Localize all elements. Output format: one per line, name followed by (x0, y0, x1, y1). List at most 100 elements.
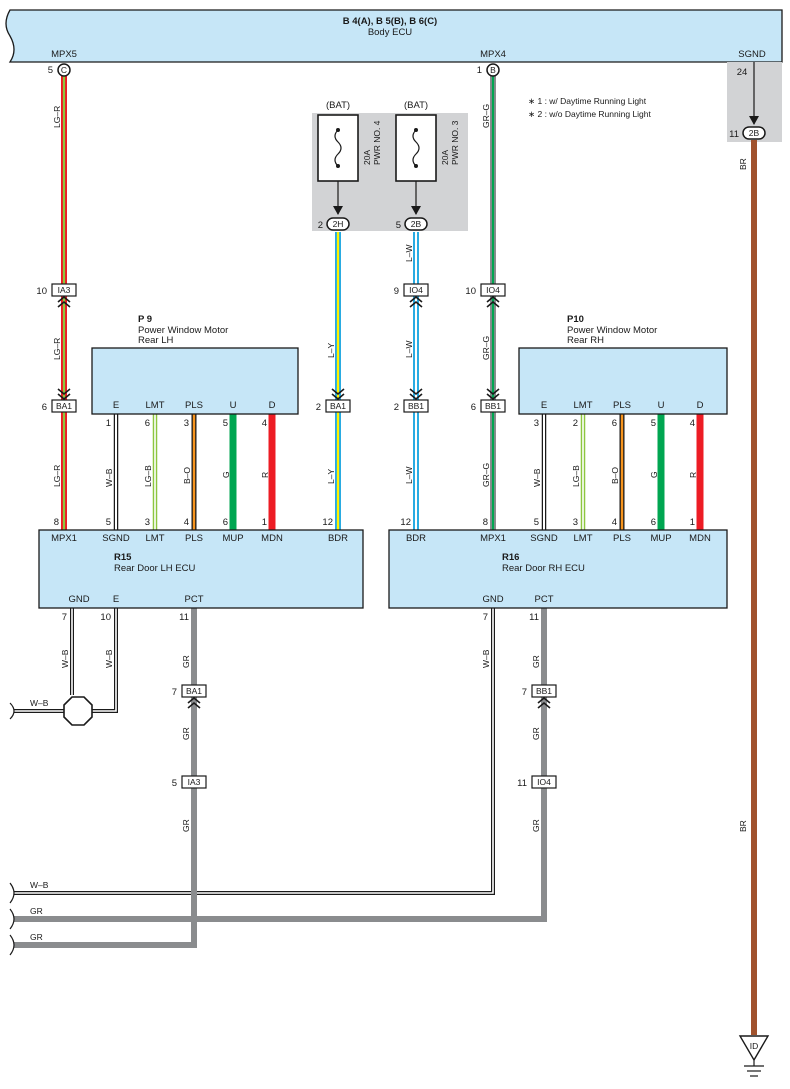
connector-io4-pct: IO4 11 (517, 775, 557, 789)
ecu-rh-pls: PLS (613, 533, 631, 544)
label-lw-1: L–W (404, 245, 414, 262)
ecu-lh-gnd: GND (68, 594, 89, 605)
pin-lh-pls: 4 (184, 517, 189, 528)
label-lh-r: R (260, 472, 270, 478)
label-rh-wb: W–B (532, 468, 542, 487)
label-grg-3: GR–G (481, 463, 491, 487)
conn-2b-label: 2B (411, 219, 422, 229)
connector-ba1-lgr: BA1 6 (42, 399, 77, 413)
pin-lh-e-top: 1 (106, 418, 111, 429)
pin-rh-pct: 11 (529, 612, 539, 623)
pin-rh-lmt-top: 2 (573, 418, 578, 429)
ecu-lh-pls: PLS (185, 533, 203, 544)
ecu-lh-name: Rear Door LH ECU (114, 563, 195, 574)
bb1-pct-pin: 7 (522, 687, 527, 698)
fuse1-name: PWR NO. 4 (372, 120, 382, 165)
pin-rh-mpx1: 8 (483, 517, 488, 528)
pin-rh-mup: 6 (651, 517, 656, 528)
ba1-lgr-pin: 6 (42, 402, 47, 413)
label-lw-3: L–W (404, 467, 414, 484)
label-grg-2: GR–G (481, 336, 491, 360)
ecu-rh-pct: PCT (535, 594, 554, 605)
label-left-gr-1: GR (30, 906, 43, 916)
pin-2h: 2H 2 (318, 217, 350, 231)
ecu-rh-sgnd: SGND (530, 533, 558, 544)
label-lh-lgb: LG–B (143, 465, 153, 487)
fuse2-source: (BAT) (404, 100, 428, 111)
pin-rh-pls-top: 6 (612, 418, 617, 429)
ia3-pct-pin: 5 (172, 778, 177, 789)
ecu-lh-pct: PCT (185, 594, 204, 605)
pin-rh-u-top: 5 (651, 418, 656, 429)
pin-rh-lmt: 3 (573, 517, 578, 528)
label-rh-r: R (688, 472, 698, 478)
ecu-lh-code: R15 (114, 552, 132, 563)
label-lgr-1: LG–R (52, 106, 62, 128)
wires-rh-motor (541, 414, 704, 530)
body-ecu: B 4(A), B 5(B), B 6(C) Body ECU MPX5 MPX… (5, 9, 783, 63)
pin-2b-fuse: 2B 5 (396, 217, 428, 231)
ecu-rh-code: R16 (502, 552, 519, 563)
pin-lh-d-top: 4 (262, 418, 267, 429)
pin-rh-e-top: 3 (534, 418, 539, 429)
ecu-lh: MPX1 SGND LMT PLS MUP MDN BDR R15 Rear D… (38, 529, 364, 609)
ecu-lh-e: E (113, 594, 119, 605)
pin-lh-mup: 6 (223, 517, 228, 528)
conn-2h-label: 2H (333, 219, 344, 229)
motor-rh-code: P10 (567, 314, 584, 325)
pin-lh-e: 10 (100, 612, 111, 623)
io4-grg-pin: 10 (465, 286, 476, 297)
motor-lh-e: E (113, 400, 119, 411)
connector-ia3-upper: IA3 10 (36, 283, 77, 297)
motor-rh-e: E (541, 400, 547, 411)
pin-1-label: 1 (477, 65, 482, 76)
pin-5-label: 5 (48, 65, 53, 76)
label-gr-rh-3: GR (531, 819, 541, 832)
label-left-gr-2: GR (30, 932, 43, 942)
label-gnd-wb-3: W–B (481, 649, 491, 668)
note-1: ∗ 1 : w/ Daytime Running Light (528, 96, 647, 106)
motor-rh-name: Power Window Motor (567, 325, 657, 336)
label-grg-1: GR–G (481, 104, 491, 128)
motor-lh-lmt: LMT (146, 400, 165, 411)
pin-2b-sgnd: 2B 11 (729, 126, 766, 140)
label-ly-1: L–Y (326, 343, 336, 358)
pin-lh-u-top: 5 (223, 418, 228, 429)
motor-lh-pls: PLS (185, 400, 203, 411)
pin-rh-pls: 4 (612, 517, 617, 528)
label-gnd-wb-1: W–B (60, 649, 70, 668)
motor-rh-u: U (658, 400, 665, 411)
ecu-lh-lmt: LMT (146, 533, 165, 544)
io4-grg-label: IO4 (486, 285, 500, 295)
conn-b-label: B (490, 65, 496, 75)
pin-lh-pls-top: 3 (184, 418, 189, 429)
motor-rh: P10 Power Window Motor Rear RH E LMT PLS… (518, 314, 728, 415)
label-lh-g: G (221, 471, 231, 478)
bb1-grg-label: BB1 (485, 401, 501, 411)
motor-rh-lmt: LMT (574, 400, 593, 411)
motor-lh-sub: Rear LH (138, 335, 174, 346)
label-lh-bo: B–O (182, 467, 192, 484)
io4-pct-pin: 11 (517, 778, 527, 789)
label-gr-rh-2: GR (531, 727, 541, 740)
pin-2h-number: 2 (318, 220, 323, 231)
ia3-pct-label: IA3 (188, 777, 201, 787)
ba1-ly-label: BA1 (330, 401, 346, 411)
conn-2b-top-label: 2B (749, 128, 760, 138)
pin-lh-sgnd: 5 (106, 517, 111, 528)
label-lw-2: L–W (404, 341, 414, 358)
label-rh-lgb: LG–B (571, 465, 581, 487)
ba1-pct-label: BA1 (186, 686, 202, 696)
pin-2b-number: 5 (396, 220, 401, 231)
ia3-upper-pin: 10 (36, 286, 47, 297)
ground-junction (63, 696, 93, 726)
fuse2-name: PWR NO. 3 (450, 120, 460, 165)
pin-lh-bdr: 12 (322, 517, 333, 528)
motor-rh-pls: PLS (613, 400, 631, 411)
conn-c-label: C (61, 65, 67, 75)
fuse2-rating: 20A (440, 150, 450, 165)
fuse-pwr3 (395, 114, 437, 182)
ecu-rh-gnd: GND (482, 594, 503, 605)
body-ecu-mpx4-label: MPX4 (480, 49, 506, 60)
label-br-1: BR (738, 158, 748, 170)
